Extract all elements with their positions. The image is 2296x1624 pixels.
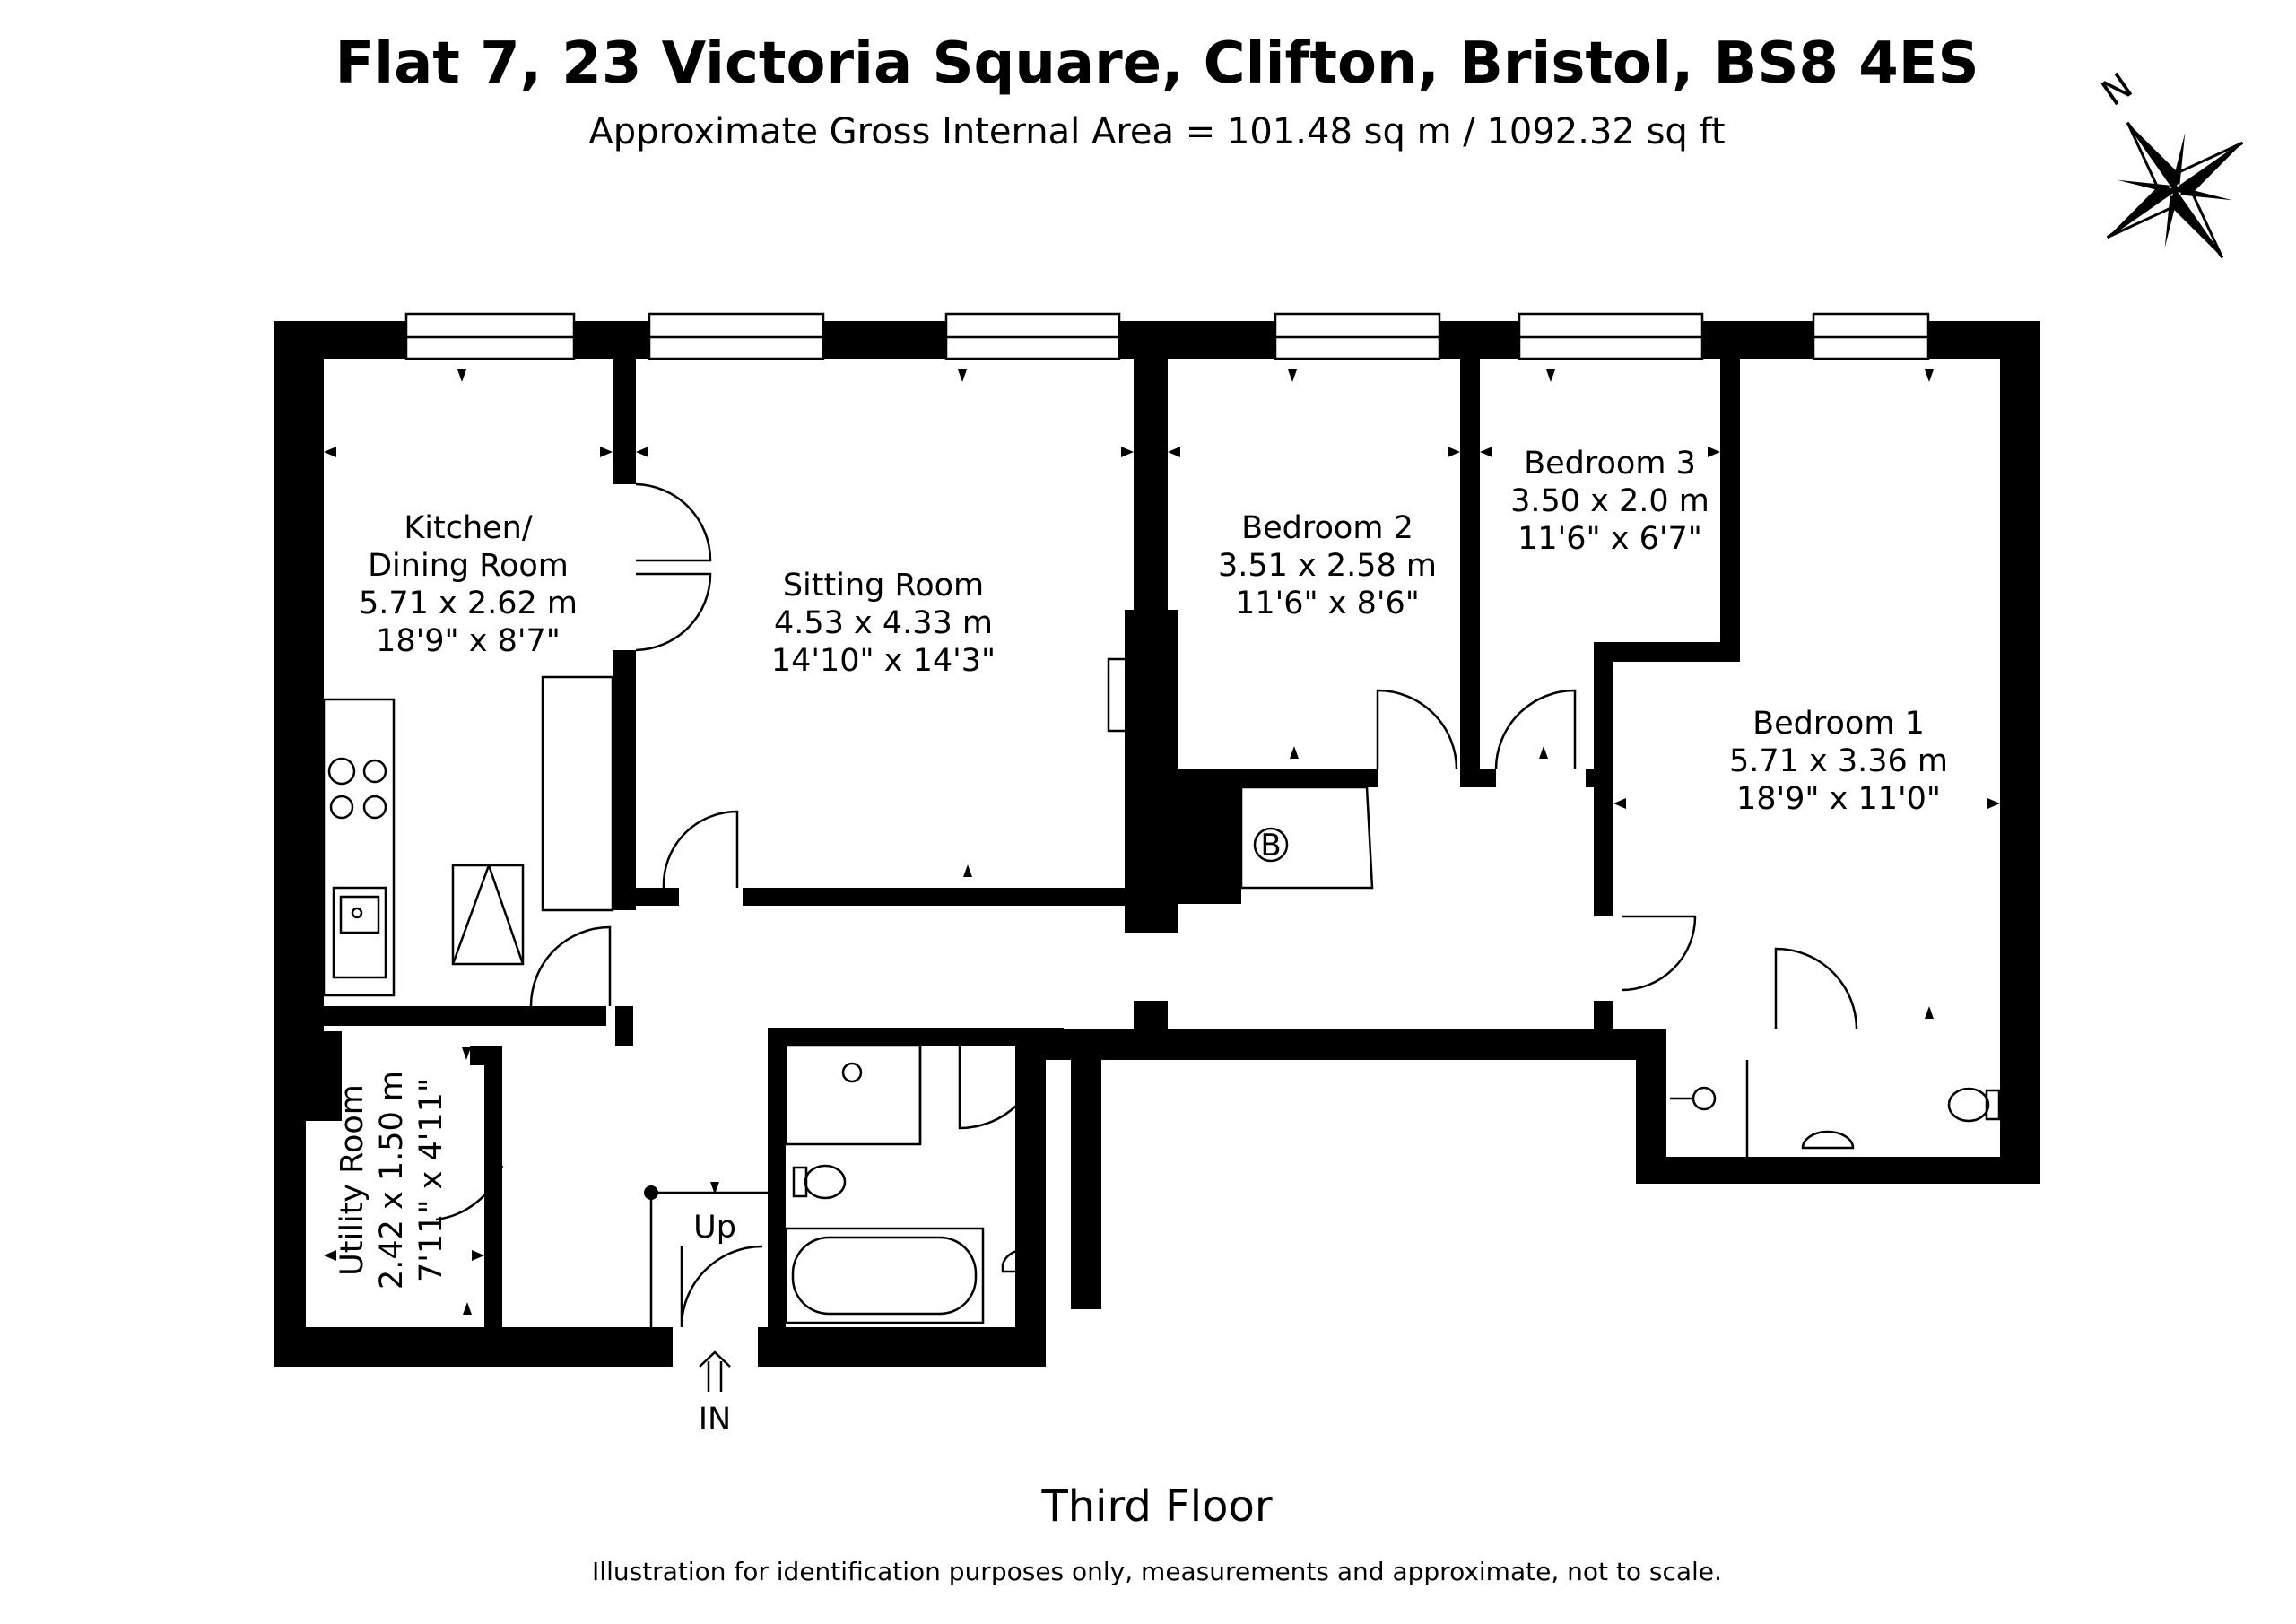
room-size-imperial: 11'6" x 8'6" (1235, 586, 1420, 621)
toilet-icon (1947, 1087, 2001, 1123)
boiler-icon (1253, 827, 1289, 863)
room-kitchen: Kitchen/ Dining Room 5.71 x 2.62 m 18'9"… (359, 510, 578, 659)
stair-post (644, 1185, 658, 1200)
page-title: Flat 7, 23 Victoria Square, Clifton, Bri… (335, 30, 1979, 97)
fireplace-icon (1107, 657, 1128, 733)
compass-star-icon (2106, 121, 2244, 259)
gross-internal-area: Approximate Gross Internal Area = 101.48… (588, 111, 1725, 152)
room-name: Kitchen/ (404, 510, 533, 546)
ensuite-fixtures (1670, 1060, 2001, 1157)
basin-icon (1801, 1130, 1855, 1150)
room-size-metric: 5.71 x 2.62 m (359, 586, 578, 621)
floor-label: Third Floor (1040, 1481, 1272, 1532)
doors (435, 482, 1858, 1328)
shower-icon (841, 1062, 863, 1083)
toilet-icon (792, 1164, 847, 1200)
compass-north-label: N (2094, 65, 2140, 115)
bathroom-fixtures (784, 1044, 1042, 1324)
room-name: Dining Room (368, 548, 569, 584)
room-size-imperial: 18'9" x 8'7" (376, 623, 561, 659)
windows (404, 312, 1930, 360)
stairs-up-label: Up (693, 1210, 736, 1246)
entrance-label: IN (699, 1402, 732, 1437)
bath-icon (784, 1227, 985, 1324)
room-bedroom-2: Bedroom 2 3.51 x 2.58 m 11'6" x 8'6" (1218, 510, 1437, 621)
walls (274, 321, 2040, 1367)
room-size-metric: 3.50 x 2.0 m (1510, 483, 1709, 519)
room-size-imperial: 18'9" x 11'0" (1736, 781, 1941, 817)
room-name: Sitting Room (783, 568, 984, 604)
room-sitting: Sitting Room 4.53 x 4.33 m 14'10" x 14'3… (771, 568, 996, 679)
room-size-metric: 3.51 x 2.58 m (1218, 548, 1437, 584)
room-size-imperial: 7'11" x 4'11" (413, 1078, 449, 1282)
room-name: Bedroom 3 (1524, 446, 1696, 482)
room-utility: Utility Room 2.42 x 1.50 m 7'11" x 4'11" (335, 1071, 449, 1290)
shower-icon (1670, 1086, 1717, 1111)
room-name: Bedroom 1 (1752, 706, 1925, 742)
room-size-metric: 5.71 x 3.36 m (1729, 743, 1948, 779)
room-bedroom-3: Bedroom 3 3.50 x 2.0 m 11'6" x 6'7" (1510, 446, 1709, 557)
boiler-label: B (1260, 828, 1281, 864)
disclaimer: Illustration for identification purposes… (592, 1557, 1722, 1586)
hob-icon (327, 757, 387, 820)
fridge-icon (451, 864, 525, 966)
compass: N (2094, 65, 2244, 259)
basin-icon (1001, 1249, 1042, 1273)
sink-icon (332, 886, 387, 979)
dimension-arrows (324, 369, 2000, 1392)
room-name: Bedroom 2 (1241, 510, 1413, 546)
room-size-metric: 2.42 x 1.50 m (374, 1071, 410, 1290)
room-name: Utility Room (335, 1084, 370, 1276)
entrance-arrow-icon (699, 1350, 731, 1392)
room-bedroom-1: Bedroom 1 5.71 x 3.36 m 18'9" x 11'0" (1729, 706, 1948, 817)
room-size-imperial: 11'6" x 6'7" (1518, 521, 1702, 557)
room-size-metric: 4.53 x 4.33 m (774, 605, 993, 641)
fixtures (322, 657, 2001, 1327)
room-size-imperial: 14'10" x 14'3" (771, 643, 996, 679)
